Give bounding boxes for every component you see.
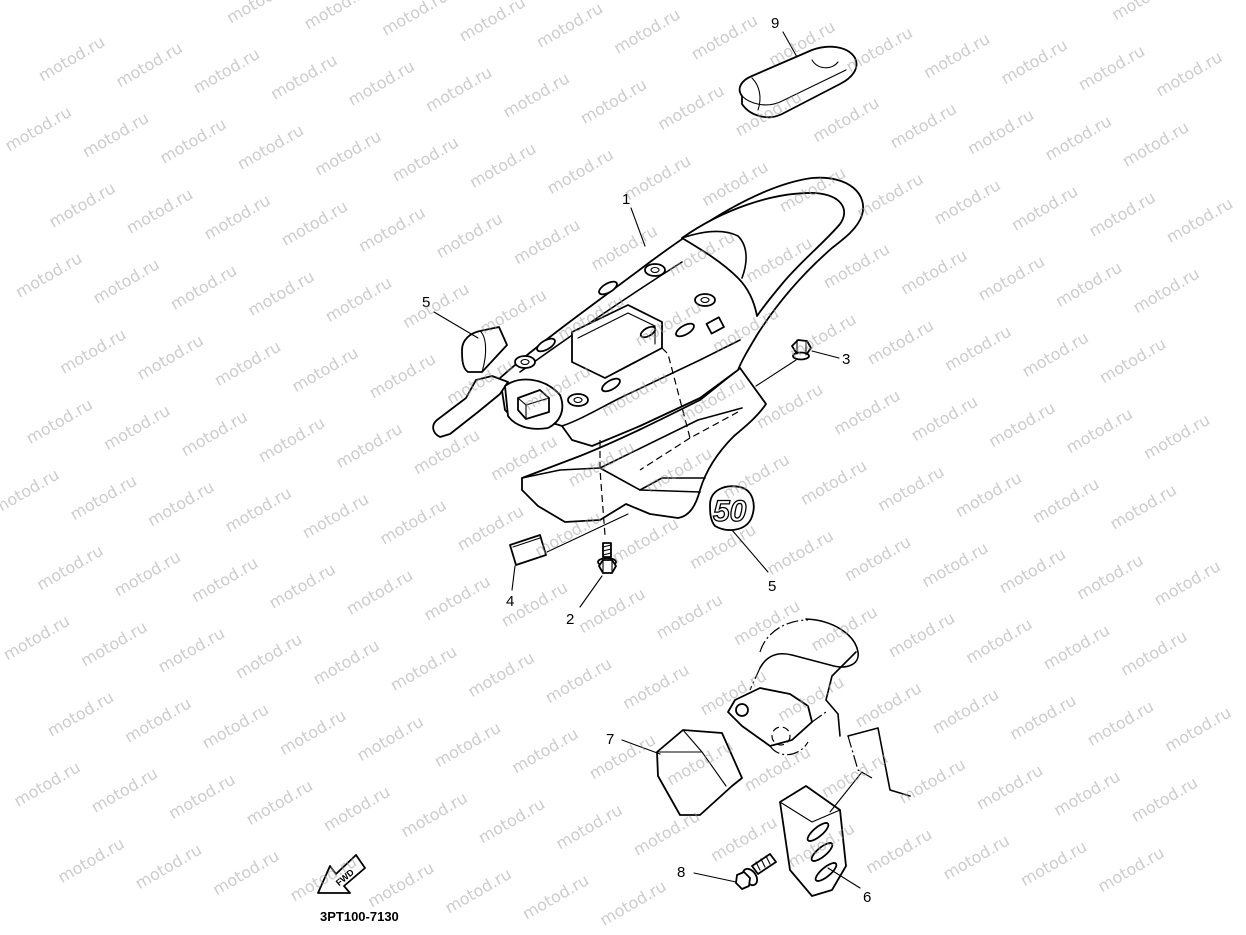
plate-slot <box>806 822 830 842</box>
leader-line-8 <box>693 872 737 883</box>
callout-4: 4 <box>506 593 514 610</box>
callout-3: 3 <box>842 351 850 368</box>
diagram-code: 3PT100-7130 <box>320 909 399 924</box>
leader-line-3 <box>811 350 840 359</box>
part-3-bolt <box>791 339 812 361</box>
leader-line-5-left <box>433 311 479 339</box>
part-2-screw <box>597 542 617 574</box>
frame-bracket-hole <box>771 726 791 746</box>
part-4-reflector <box>509 534 547 566</box>
mounting-slot <box>675 322 695 338</box>
mounting-slot <box>598 280 618 296</box>
connector-line-4 <box>546 513 629 553</box>
connector-line-6 <box>829 771 863 813</box>
leader-line-1 <box>630 207 646 247</box>
grommet-hole <box>573 396 583 404</box>
leader-line-4 <box>511 565 516 591</box>
connector-line-3 <box>755 359 797 387</box>
callout-5-left: 5 <box>422 294 430 311</box>
frame-bracket <box>727 687 813 747</box>
leader-line-5-right <box>731 529 769 573</box>
leader-line-7 <box>621 739 661 755</box>
callout-2: 2 <box>566 611 574 628</box>
plate-slot <box>814 862 838 882</box>
grommet <box>644 263 666 277</box>
grommet <box>567 393 589 407</box>
leader-line-2 <box>579 575 603 608</box>
left-bracket-arm <box>432 375 509 438</box>
recess-slot <box>639 325 657 339</box>
mounting-slot <box>536 337 556 353</box>
part-5-right-decal: 50 <box>709 485 755 531</box>
mounting-slot <box>601 377 621 393</box>
callout-6: 6 <box>863 889 871 906</box>
decal-text: 50 <box>713 495 747 528</box>
part-1-rear-fender <box>432 176 864 536</box>
part-7-bracket-cover <box>656 729 743 816</box>
leader-line-9 <box>782 31 798 58</box>
part-8-bolt <box>735 853 777 890</box>
license-plate-panel <box>521 367 767 523</box>
grommet-hole <box>520 358 530 366</box>
leader-line-6 <box>827 867 861 889</box>
part-5-left-cushion <box>461 326 508 373</box>
grommet <box>514 355 536 369</box>
plate-slot <box>810 842 834 862</box>
grommet-hole <box>650 266 660 274</box>
callout-1: 1 <box>622 191 630 208</box>
frame-bracket-hole <box>735 703 749 717</box>
callout-9: 9 <box>771 15 779 32</box>
grab-rail-opening <box>681 192 846 317</box>
callout-8: 8 <box>677 864 685 881</box>
frame-reference-outline <box>727 618 911 797</box>
callout-5-right: 5 <box>768 578 776 595</box>
part-9-pad <box>738 45 858 118</box>
grommet-hole <box>700 296 710 304</box>
mounting-tab <box>705 316 725 335</box>
callout-7: 7 <box>606 731 614 748</box>
grommet <box>694 293 716 307</box>
